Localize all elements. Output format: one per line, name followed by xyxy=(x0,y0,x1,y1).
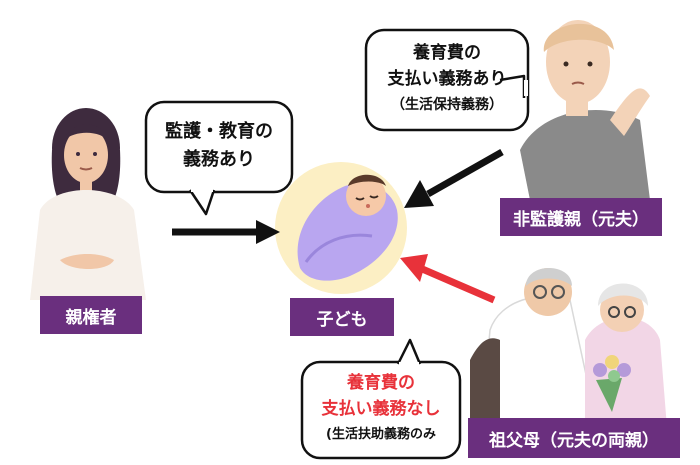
bubble-support-yes-line2: 支払い義務あり xyxy=(387,69,507,89)
label-child: 子ども xyxy=(290,298,394,336)
bubble-custody xyxy=(144,100,294,216)
baby-illustration xyxy=(297,174,398,281)
arrow-grandparents-to-child xyxy=(400,254,496,304)
bubble-custody-text: 監護・教育の 義務あり xyxy=(146,118,292,174)
bubble-support-no xyxy=(300,338,462,460)
label-grandparents: 祖父母（元夫の両親） xyxy=(468,418,680,458)
bubble-custody-line2: 義務あり xyxy=(183,149,255,170)
bubble-support-no-line3: (生活扶助義務のみ xyxy=(326,427,436,442)
label-guardian: 親権者 xyxy=(40,296,142,334)
grandparents-illustration xyxy=(470,268,668,441)
bubble-support-yes-text: 養育費の 支払い義務あり （生活保持義務） xyxy=(366,40,528,118)
bubble-support-no-line1: 養育費の xyxy=(347,373,415,393)
bubble-support-yes-line3: （生活保持義務） xyxy=(391,97,503,113)
guardian-illustration xyxy=(30,108,146,300)
bubble-custody-line1: 監護・教育の xyxy=(165,121,273,142)
arrow-guardian-to-child xyxy=(172,220,280,244)
father-illustration xyxy=(520,20,650,200)
flower-bouquet-icon xyxy=(593,355,631,412)
label-noncustodial: 非監護親（元夫） xyxy=(500,198,662,236)
arrow-father-to-child xyxy=(404,148,504,208)
bubble-support-no-line2: 支払い義務なし xyxy=(321,399,441,419)
bubble-support-no-text: 養育費の 支払い義務なし (生活扶助義務のみ xyxy=(302,370,460,448)
bubble-support-yes-line1: 養育費の xyxy=(413,43,481,63)
bubble-support-yes xyxy=(364,28,530,132)
